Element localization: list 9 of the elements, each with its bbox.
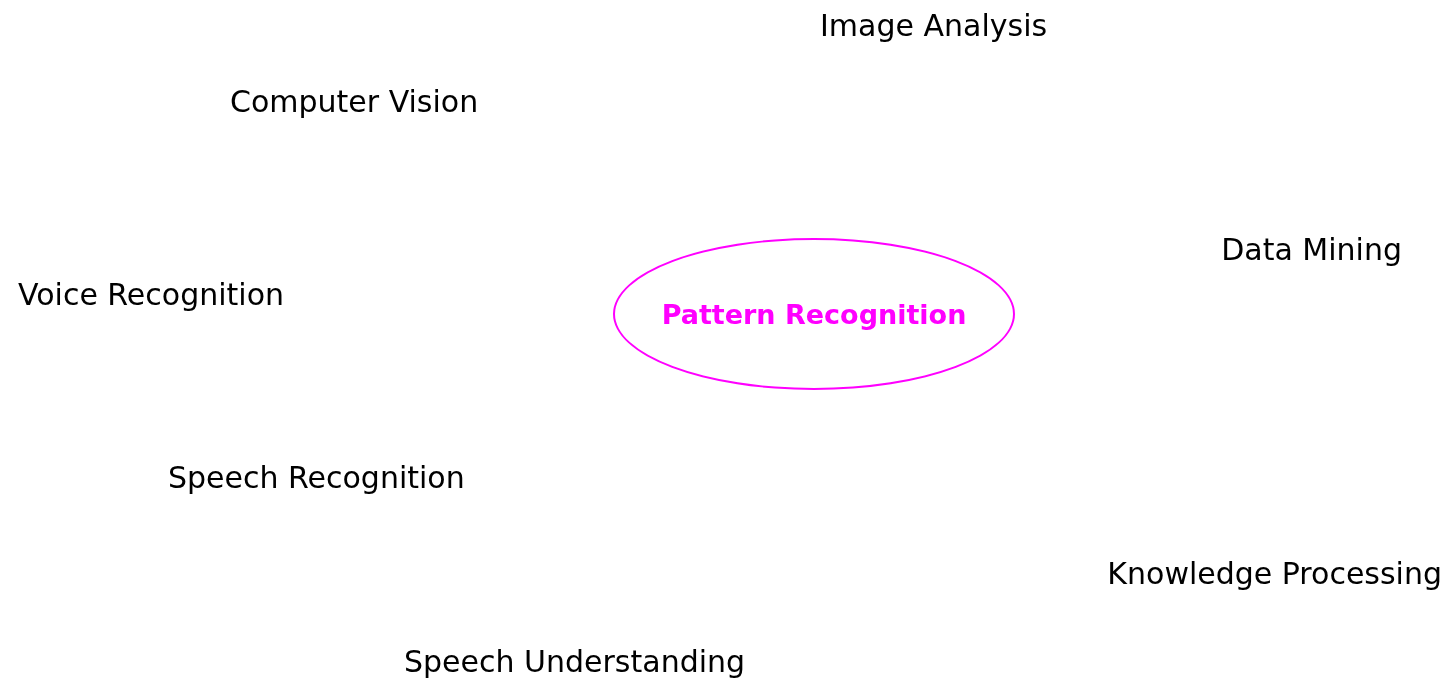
ellipse-node [613, 238, 1015, 390]
topic-label: Speech Understanding [404, 644, 746, 680]
topic-label: Computer Vision [230, 84, 479, 120]
topic-label: Speech Recognition [168, 460, 465, 496]
topic-label: Image Analysis [820, 8, 1048, 44]
topic-label: Knowledge Processing [1107, 556, 1442, 592]
topic-label: Voice Recognition [18, 277, 285, 313]
topic-label: Data Mining [1221, 232, 1402, 268]
node-title: Pattern Recognition [661, 298, 967, 330]
